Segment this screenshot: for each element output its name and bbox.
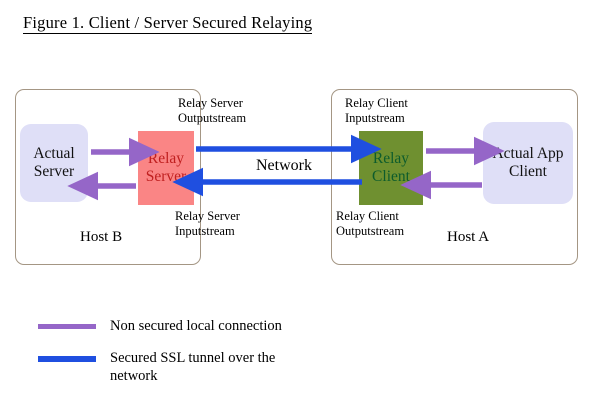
label-relay-server-outputstream-line2: Outputstream [178,110,247,125]
host-label-host-b: Host B [80,229,123,245]
node-relay-client: Relay Client [359,131,423,205]
legend-label-non-secured: Non secured local connection [110,318,282,334]
legend-swatch-secured-ssl [38,356,96,362]
label-relay-client-outputstream-line1: Relay Client [336,209,399,223]
label-relay-server-outputstream-line1: Relay Server [178,96,243,110]
label-relay-server-inputstream: Relay Server Inputstream [175,209,240,239]
label-relay-client-outputstream: Relay Client Outputstream [336,209,404,239]
label-relay-server-inputstream-line2: Inputstream [175,223,235,238]
node-relay-client-text: Relay Client [372,150,410,186]
page-title: Figure 1. Client / Server Secured Relayi… [23,13,313,35]
node-relay-server-text: Relay Server [146,150,186,186]
node-relay-client-line2: Client [372,168,410,185]
label-network: Network [256,157,312,174]
node-actual-server-text: Actual Server [33,145,74,181]
label-relay-client-inputstream: Relay Client Inputstream [345,96,408,126]
node-actual-app-client-line2: Client [509,163,547,180]
label-relay-client-outputstream-line2: Outputstream [336,223,405,238]
node-relay-server-line2: Server [145,168,187,185]
node-actual-server-line1: Actual [33,145,75,163]
legend-label-secured-ssl: Secured SSL tunnel over the network [110,350,276,385]
node-relay-server-line1: Relay [147,150,185,168]
label-relay-client-inputstream-line2: Inputstream [345,110,405,125]
host-container-host-a [331,89,578,265]
node-actual-app-client: Actual App Client [483,122,573,204]
legend-swatch-non-secured [38,324,96,329]
node-actual-server: Actual Server [20,124,88,202]
label-relay-server-outputstream: Relay Server Outputstream [178,96,246,126]
node-actual-server-line2: Server [33,163,75,180]
node-actual-app-client-text: Actual App Client [492,145,563,181]
node-relay-server: Relay Server [138,131,194,205]
label-relay-server-inputstream-line1: Relay Server [175,209,240,223]
label-relay-client-inputstream-line1: Relay Client [345,96,408,110]
node-relay-client-line1: Relay [372,150,410,168]
node-actual-app-client-line1: Actual App [492,145,564,163]
host-label-host-a: Host A [447,229,490,245]
